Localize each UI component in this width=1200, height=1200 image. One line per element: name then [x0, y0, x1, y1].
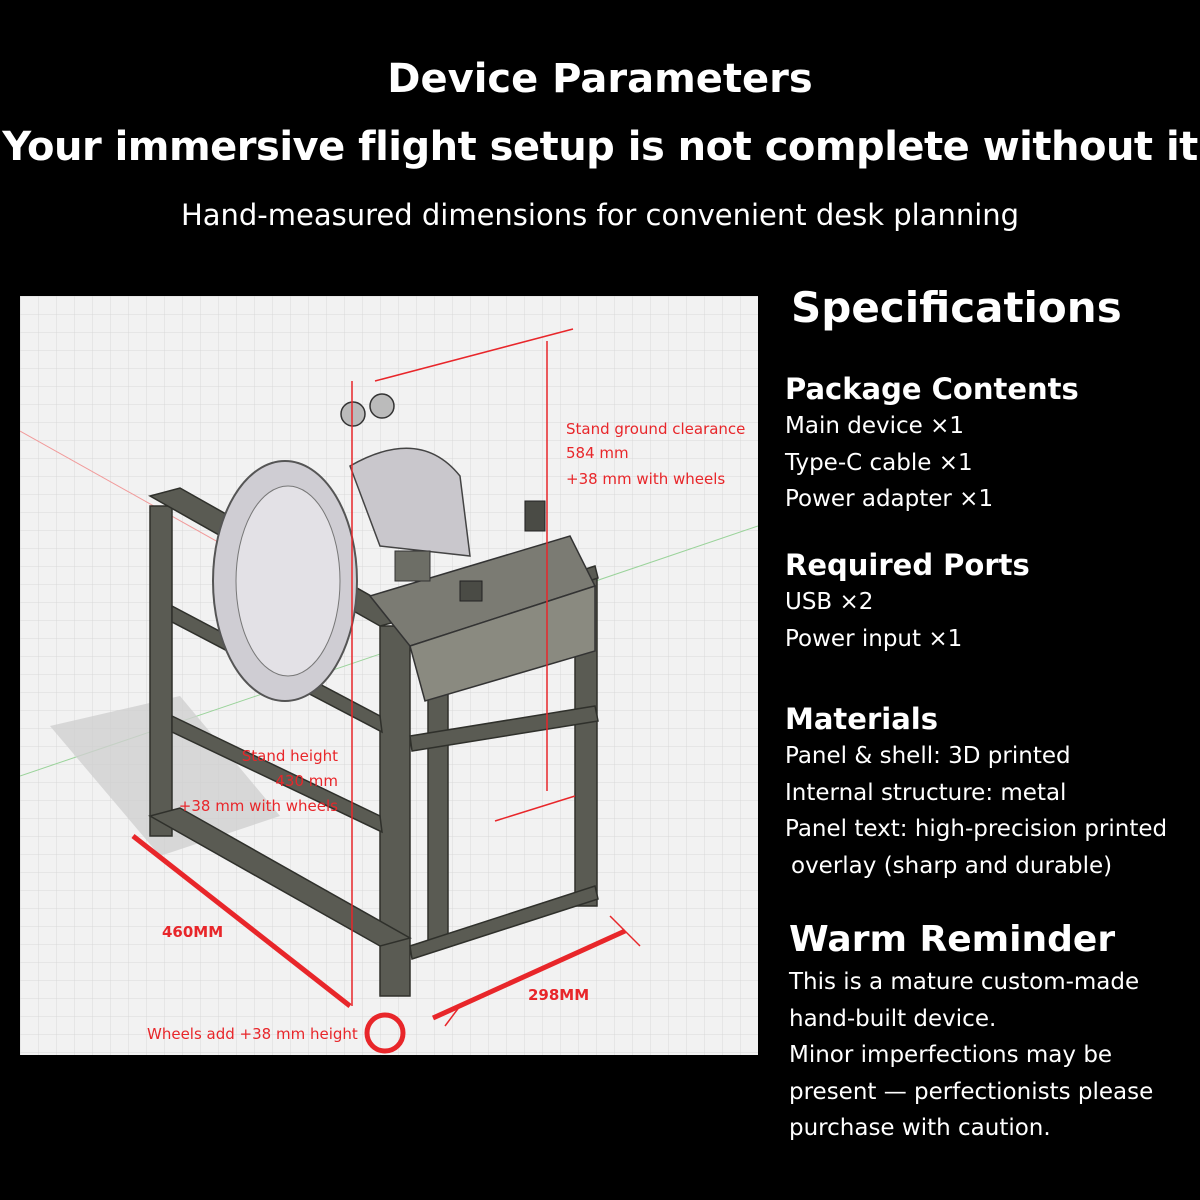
height-label-3: +38 mm with wheels [179, 797, 338, 815]
materials-title: Materials [785, 702, 938, 736]
switch-block [459, 580, 483, 602]
depth-label: 460MM [162, 923, 223, 941]
control-panel-front [409, 584, 596, 702]
device-drawing: Stand ground clearance 584 mm +38 mm wit… [20, 296, 758, 1055]
page-tagline: Hand-measured dimensions for convenient … [180, 198, 1020, 232]
yoke-knob-right [369, 393, 395, 419]
reminder-title: Warm Reminder [789, 919, 1116, 960]
width-label: 298MM [528, 986, 589, 1004]
wheels-label: Wheels add +38 mm height [147, 1025, 358, 1043]
clearance-label-1: Stand ground clearance [566, 420, 745, 438]
list-item: Panel text: high-precision printed [785, 816, 1168, 842]
yoke-handle [349, 447, 471, 557]
page-subtitle: Your immersive flight setup is not compl… [2, 124, 1198, 170]
package-section: Package Contents Main device ×1 Type-C c… [785, 370, 1079, 518]
throttle-block [394, 550, 431, 582]
list-item: USB ×2 [785, 589, 874, 615]
wheel-marker [364, 1012, 406, 1054]
specifications-title: Specifications [791, 283, 1122, 332]
height-label-1: Stand height [242, 747, 338, 765]
dimension-lines [131, 328, 641, 1027]
list-item: Minor imperfections may be [789, 1042, 1113, 1068]
yoke-knob-left [340, 401, 366, 427]
clearance-label-2: 584 mm [566, 444, 629, 462]
specifications-panel: Specifications Package Contents Main dev… [785, 280, 1185, 1141]
reminder-section: Warm Reminder This is a mature custom-ma… [789, 916, 1153, 1147]
package-title: Package Contents [785, 372, 1079, 406]
ports-section: Required Ports USB ×2 Power input ×1 [785, 546, 1030, 657]
list-item: Panel & shell: 3D printed [785, 743, 1071, 769]
list-item: Internal structure: metal [785, 779, 1067, 806]
list-item: purchase with caution. [789, 1115, 1051, 1141]
list-item: hand-built device. [789, 1005, 997, 1032]
list-item: Power input ×1 [785, 625, 963, 652]
materials-section: Materials Panel & shell: 3D printed Inte… [785, 700, 1167, 884]
list-item: Type-C cable ×1 [785, 449, 973, 476]
list-item: overlay (sharp and durable) [791, 852, 1113, 879]
yoke-wheel-inner [235, 485, 341, 677]
page-title: Device Parameters [387, 56, 813, 102]
height-label-2: 430 mm [275, 772, 338, 790]
lever-block [524, 500, 546, 532]
device-render: Stand ground clearance 584 mm +38 mm wit… [20, 296, 758, 1055]
list-item: Power adapter ×1 [785, 486, 994, 512]
list-item: Main device ×1 [785, 413, 964, 439]
list-item: present — perfectionists please [789, 1078, 1154, 1105]
clearance-label-3: +38 mm with wheels [566, 470, 725, 488]
ports-title: Required Ports [785, 548, 1030, 582]
list-item: This is a mature custom-made [789, 969, 1140, 995]
